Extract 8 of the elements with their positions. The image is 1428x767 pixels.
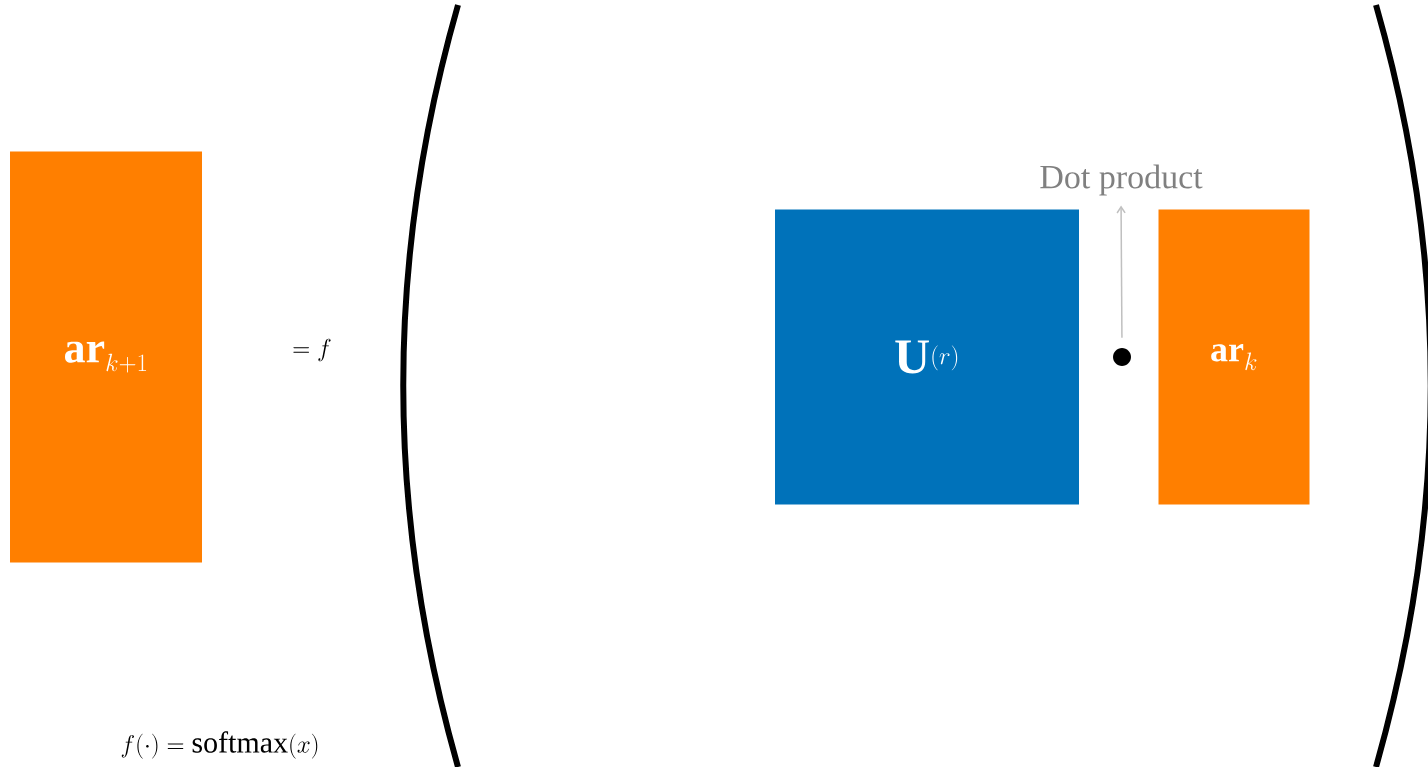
matrix-box: $\mathbf{U}^{(r)}$ [775,209,1079,505]
leader-arrow [1116,205,1126,339]
dot-operator [1113,348,1131,366]
softmax-definition: $f(\cdot) = \mathrm{softmax}(x)$ [121,731,318,759]
vector-box: $\mathbf{ar}_{k+1}$ [10,151,202,563]
equals-f-formula: $= f$ [293,338,331,362]
annotation-text: Dot product [1040,164,1203,196]
vector-box: $\mathbf{ar}_{k}$ [1158,209,1310,505]
